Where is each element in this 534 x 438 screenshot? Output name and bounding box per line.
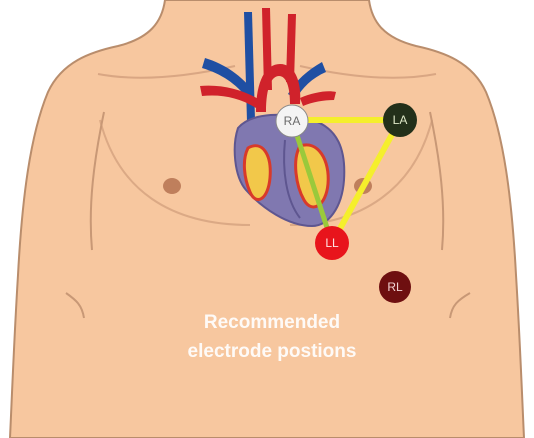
electrode-rl: RL	[379, 271, 411, 303]
caption-line-1: Recommended	[204, 312, 340, 333]
electrode-ll: LL	[315, 226, 349, 260]
electrode-ra-label: RA	[284, 114, 301, 128]
electrode-la-label: LA	[393, 113, 408, 127]
left-nipple	[163, 178, 181, 194]
electrode-rl-label: RL	[387, 280, 403, 294]
right-atrium-chamber	[244, 146, 270, 200]
caption-line-2: electrode postions	[188, 341, 357, 362]
electrode-la: LA	[383, 103, 417, 137]
electrode-ll-label: LL	[325, 236, 339, 250]
electrode-ra: RA	[276, 105, 308, 137]
